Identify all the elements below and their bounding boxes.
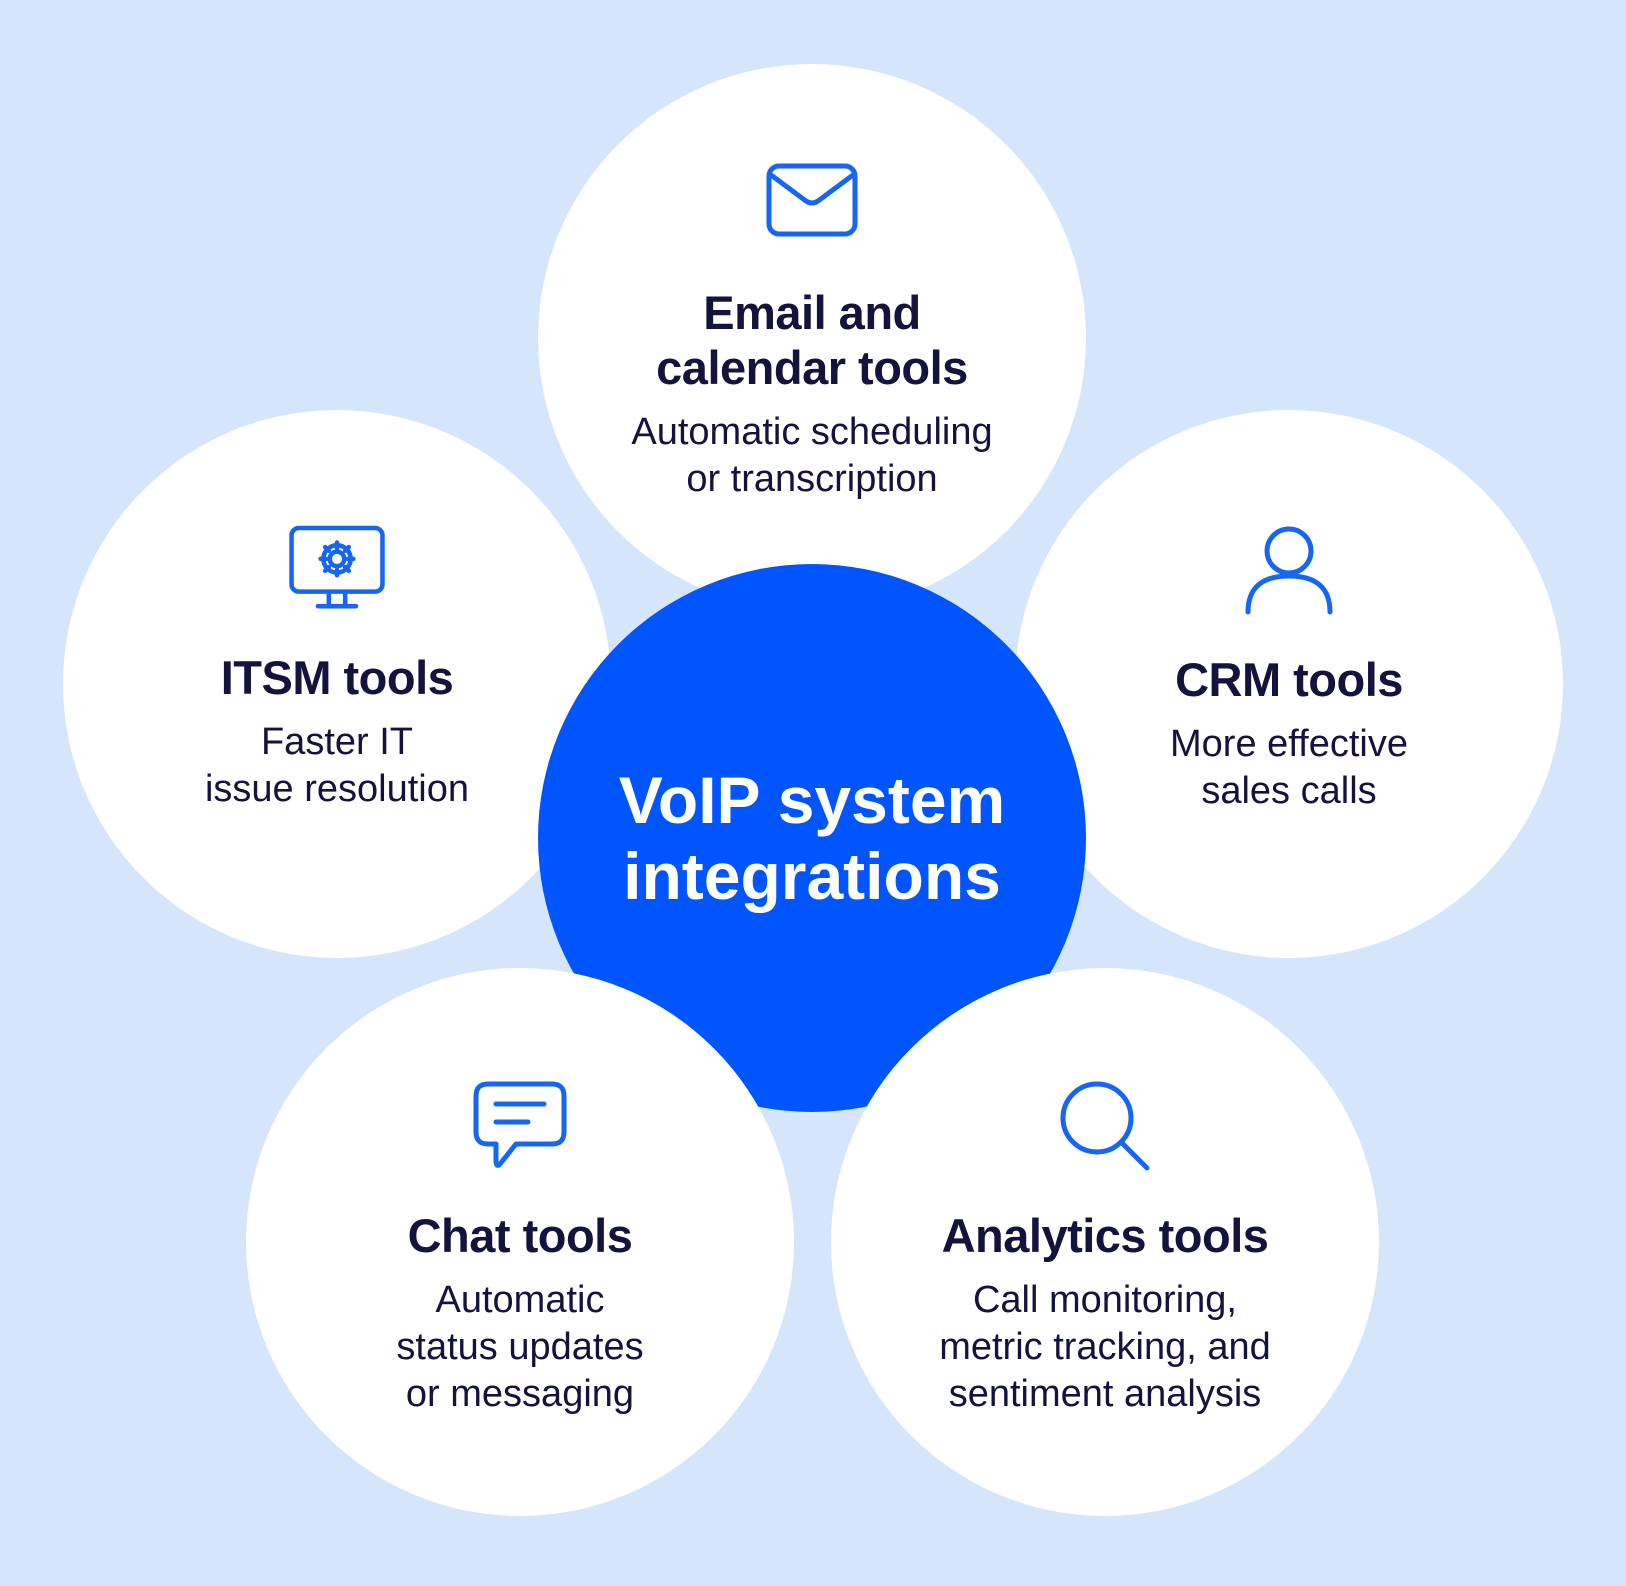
item-analytics: Analytics tools Call monitoring, metric … [831,968,1379,1516]
item-description: More effective sales calls [1170,723,1408,812]
item-crm: CRM tools More effective sales calls [1015,410,1563,958]
item-description: Automatic scheduling or transcription [631,411,993,500]
item-title: CRM tools [1175,653,1403,706]
item-chat: Chat tools Automatic status updates or m… [246,968,794,1516]
item-email-calendar: Email and calendar tools Automatic sched… [538,64,1086,612]
item-description: Call monitoring, metric tracking, and se… [939,1279,1271,1415]
item-title: ITSM tools [220,651,454,704]
item-description: Automatic status updates or messaging [396,1279,644,1415]
item-itsm: ITSM tools Faster IT issue resolution [63,410,611,958]
envelope-icon [762,153,862,249]
item-title: Email and calendar tools [656,286,968,394]
magnifier-icon [1055,1078,1155,1174]
chat-bubble-icon [470,1078,570,1174]
item-title: Chat tools [407,1209,633,1262]
item-title: Analytics tools [941,1209,1269,1262]
monitor-gear-icon [287,520,387,616]
center-title: VoIP system integrations [618,763,1006,913]
user-icon [1239,522,1339,618]
item-description: Faster IT issue resolution [204,721,470,810]
